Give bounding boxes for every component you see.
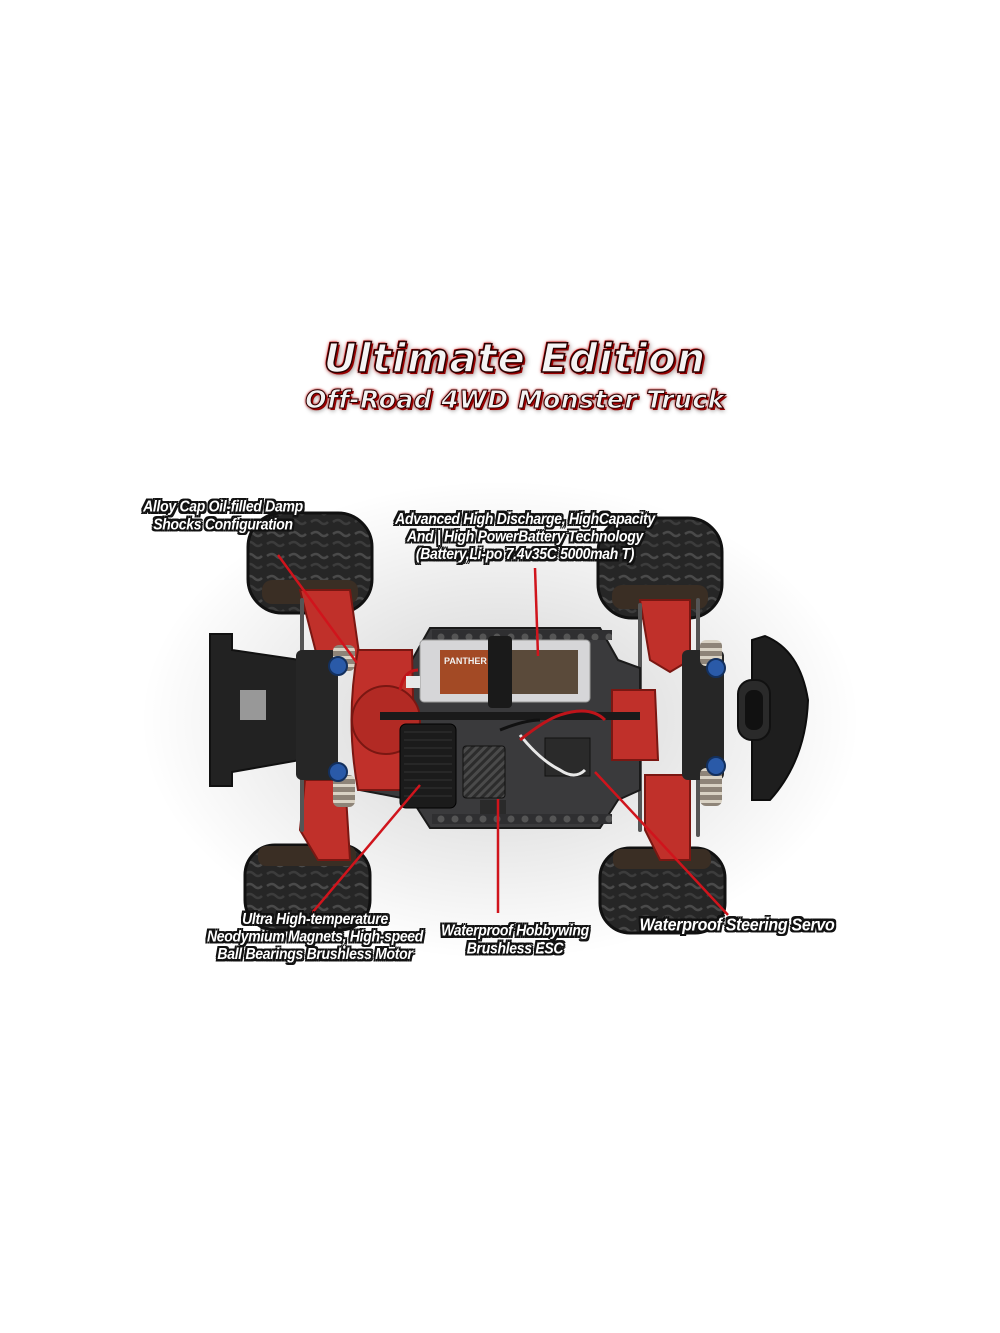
callout-pointer-lines	[276, 554, 729, 916]
callout-esc-line1: Waterproof Hobbywing	[441, 921, 589, 939]
callout-servo-line1: Waterproof Steering Servo	[639, 916, 835, 935]
tire-front-right	[596, 516, 724, 620]
title-main: Ultimate Edition	[323, 335, 707, 383]
callout-battery: Advanced High Discharge, HighCapacity An…	[370, 510, 680, 563]
callout-servo: Waterproof Steering Servo	[632, 917, 842, 935]
callout-esc-line2: Brushless ESC	[466, 939, 564, 957]
battery-brand-label: PANTHER	[444, 656, 487, 666]
callout-shocks-line2: Shocks Configuration	[153, 515, 293, 533]
callout-esc: Waterproof Hobbywing Brushless ESC	[440, 921, 590, 956]
shock-absorbers	[328, 640, 726, 807]
esc-unit	[462, 745, 506, 814]
title-subtitle: Off-Road 4WD Monster Truck	[305, 385, 725, 415]
callout-shocks: Alloy Cap Oil-filled Damp Shocks Configu…	[118, 497, 328, 532]
callout-battery-line2: And | High PowerBattery Technology	[407, 527, 643, 545]
callout-shocks-line1: Alloy Cap Oil-filled Damp	[143, 497, 303, 515]
brushless-motor	[399, 723, 457, 809]
callout-motor-line2: Neodymium Magnets, High-speed	[206, 927, 424, 945]
callout-battery-line1: Advanced High Discharge, HighCapacity	[395, 509, 655, 528]
front-bumper	[751, 634, 810, 801]
callout-motor: Ultra High-temperature Neodymium Magnets…	[205, 910, 425, 963]
battery-pack: PANTHER	[419, 636, 591, 708]
callout-battery-line3: (Battery,Li-po 7.4v35C 5000mah T)	[415, 544, 635, 563]
callout-motor-line3: Ball Bearings Brushless Motor	[217, 944, 413, 963]
callout-motor-line1: Ultra High-temperature	[242, 909, 388, 928]
